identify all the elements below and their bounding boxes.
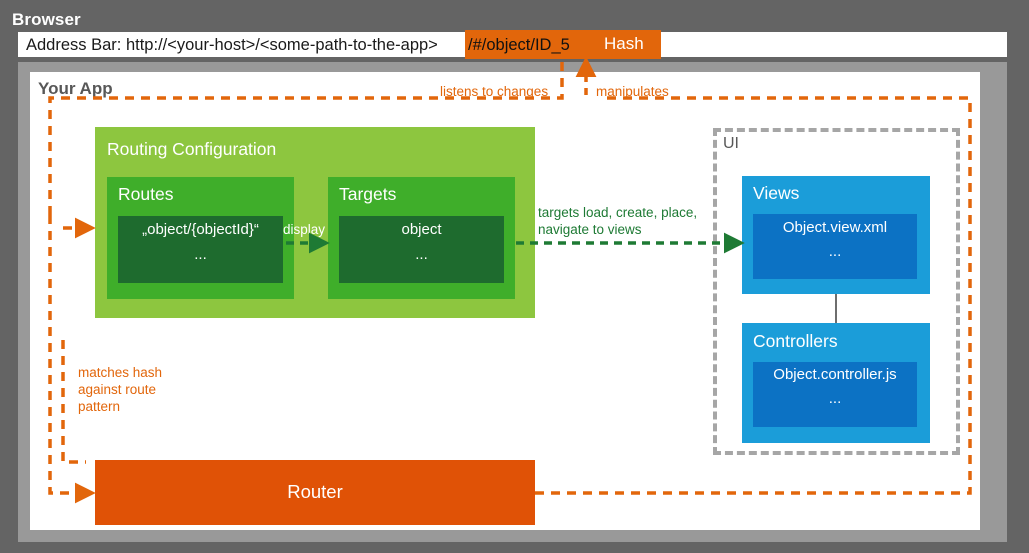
annotation-targets-load: targets load, create, place, navigate to… <box>538 205 698 237</box>
views-title: Views <box>753 183 800 203</box>
router-label: Router <box>287 481 343 502</box>
routes-pattern-text: „object/{objectId}“ <box>142 221 259 238</box>
controllers-file-text: Object.controller.js <box>773 366 897 383</box>
controllers-ellipsis: ... <box>828 390 842 407</box>
targets-name-text: object <box>401 221 442 238</box>
hash-label: Hash <box>604 34 644 53</box>
routing-configuration-title: Routing Configuration <box>107 139 277 159</box>
routes-inner-box <box>118 216 283 283</box>
targets-inner-box <box>339 216 504 283</box>
hash-highlight-box <box>465 30 661 59</box>
routes-title: Routes <box>118 184 174 204</box>
annotation-matches-hash: matches hash against route pattern <box>78 365 163 414</box>
display-arrow-label: display <box>283 222 326 237</box>
browser-title: Browser <box>12 10 81 29</box>
views-controllers-connector <box>835 294 837 323</box>
views-ellipsis: ... <box>828 243 842 260</box>
router-box <box>95 460 535 525</box>
annotation-manipulates: manipulates <box>596 84 669 99</box>
controllers-title: Controllers <box>753 331 838 351</box>
targets-ellipsis: ... <box>415 246 428 263</box>
views-file-text: Object.view.xml <box>782 219 888 236</box>
address-bar-text: Address Bar: http://<your-host>/<some-pa… <box>26 36 438 54</box>
app-title: Your App <box>38 79 113 98</box>
routes-ellipsis: ... <box>194 246 207 263</box>
annotation-listens-to-changes: listens to changes <box>440 84 549 99</box>
ui-group-label: UI <box>723 135 739 152</box>
targets-title: Targets <box>339 184 397 204</box>
hash-value-text: /#/object/ID_5 <box>468 36 570 54</box>
